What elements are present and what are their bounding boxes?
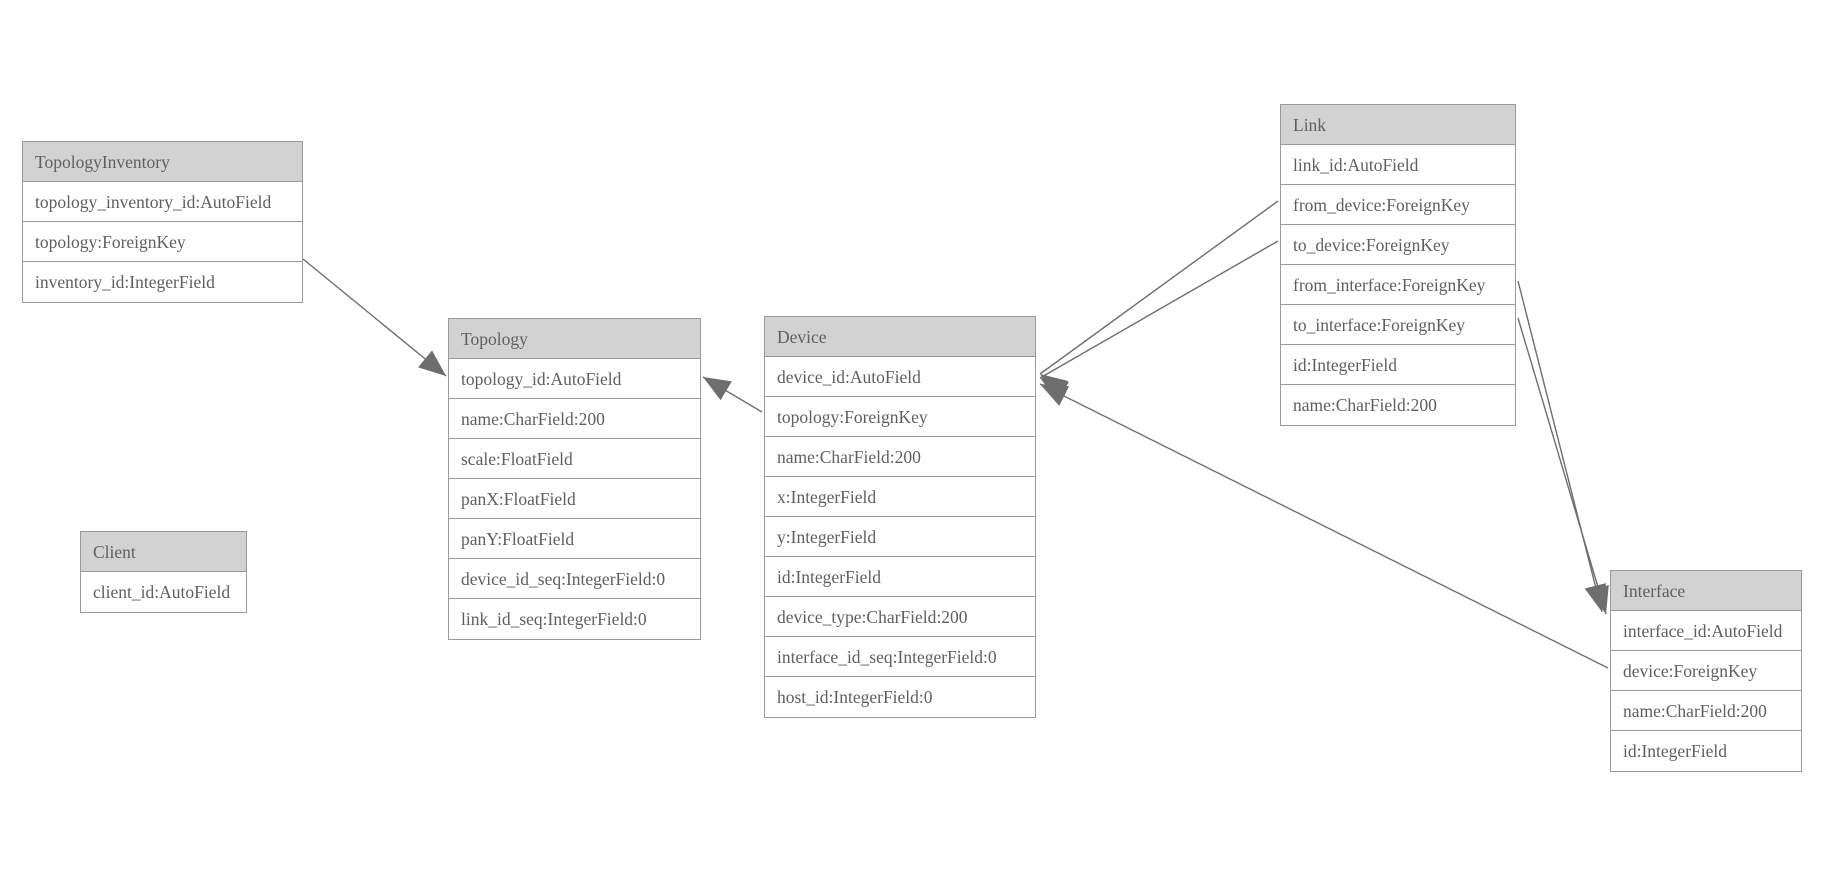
entity-field-row: interface_id:AutoField <box>1611 611 1801 651</box>
edge-line <box>1517 317 1607 615</box>
entity-box-client[interactable]: Client client_id:AutoField <box>80 531 247 613</box>
edge-line <box>1517 280 1603 613</box>
edge-link-tointerface-interface <box>1517 317 1609 615</box>
entity-field-row: name:CharField:200 <box>1293 395 1437 415</box>
edge-link-fromdevice-device <box>1039 200 1279 399</box>
edge-arrowhead <box>418 350 446 376</box>
edge-line <box>1039 383 1609 669</box>
entity-field-row: device_type:CharField:200 <box>765 597 1035 637</box>
entity-title-link: Link <box>1281 105 1515 145</box>
edge-arrowhead <box>1040 378 1069 402</box>
entity-field-row: panY:FloatField <box>449 519 700 559</box>
entity-field-row: topology_inventory_id:AutoField <box>23 182 302 222</box>
entity-field-row: x:IntegerField <box>765 477 1035 517</box>
entity-field-row: id:IntegerField <box>765 557 1035 597</box>
edge-line <box>1039 240 1279 379</box>
edge-line <box>302 258 447 377</box>
entity-field-row: interface_id_seq:IntegerField:0 <box>765 637 1035 677</box>
edge-arrowhead <box>1584 583 1607 612</box>
entity-title-device: Device <box>765 317 1035 357</box>
edge-arrowhead <box>1040 374 1069 399</box>
edge-link-frominterface-interface <box>1517 280 1607 613</box>
entity-field-row: to_interface:ForeignKey <box>1281 305 1515 345</box>
entity-field-row: topology:ForeignKey <box>765 397 1035 437</box>
edge-arrowhead <box>1040 384 1070 406</box>
entity-field-row: name:CharField:200 <box>765 437 1035 477</box>
entity-title-topology: Topology <box>449 319 700 359</box>
entity-field-row: id:IntegerField <box>1281 345 1515 385</box>
edge-line <box>702 376 763 413</box>
entity-field-row: device_id_seq:IntegerField:0 <box>449 559 700 599</box>
entity-field-row: from_device:ForeignKey <box>1281 185 1515 225</box>
entity-field-row: name:CharField:200 <box>449 399 700 439</box>
entity-field-row: id:IntegerField <box>1623 741 1728 761</box>
entity-field-row: device:ForeignKey <box>1611 651 1801 691</box>
entity-field-row: to_device:ForeignKey <box>1281 225 1515 265</box>
edge-link-todevice-device <box>1039 240 1279 402</box>
entity-field-row: link_id:AutoField <box>1281 145 1515 185</box>
edge-arrowhead <box>1587 584 1609 614</box>
edge-interface-device-device <box>1039 383 1609 669</box>
entity-title-interface: Interface <box>1611 571 1801 611</box>
edge-line <box>1039 200 1279 375</box>
entity-field-row: from_interface:ForeignKey <box>1281 265 1515 305</box>
entity-field-row: link_id_seq:IntegerField:0 <box>461 609 647 629</box>
entity-field-row: inventory_id:IntegerField <box>35 272 215 292</box>
entity-field-row: device_id:AutoField <box>765 357 1035 397</box>
entity-title-client: Client <box>81 532 246 572</box>
entity-field-row: host_id:IntegerField:0 <box>777 687 933 707</box>
entity-field-row: name:CharField:200 <box>1611 691 1801 731</box>
entity-title-topology_inventory: TopologyInventory <box>23 142 302 182</box>
edge-arrowhead <box>703 377 732 401</box>
edge-device-topology <box>702 376 763 413</box>
entity-field-row: client_id:AutoField <box>93 582 231 602</box>
entity-field-row: panX:FloatField <box>449 479 700 519</box>
entity-field-row: topology:ForeignKey <box>23 222 302 262</box>
entity-field-row: scale:FloatField <box>449 439 700 479</box>
entity-field-row: topology_id:AutoField <box>449 359 700 399</box>
entity-field-row: y:IntegerField <box>765 517 1035 557</box>
edge-topologyinventory-topology <box>302 258 447 377</box>
